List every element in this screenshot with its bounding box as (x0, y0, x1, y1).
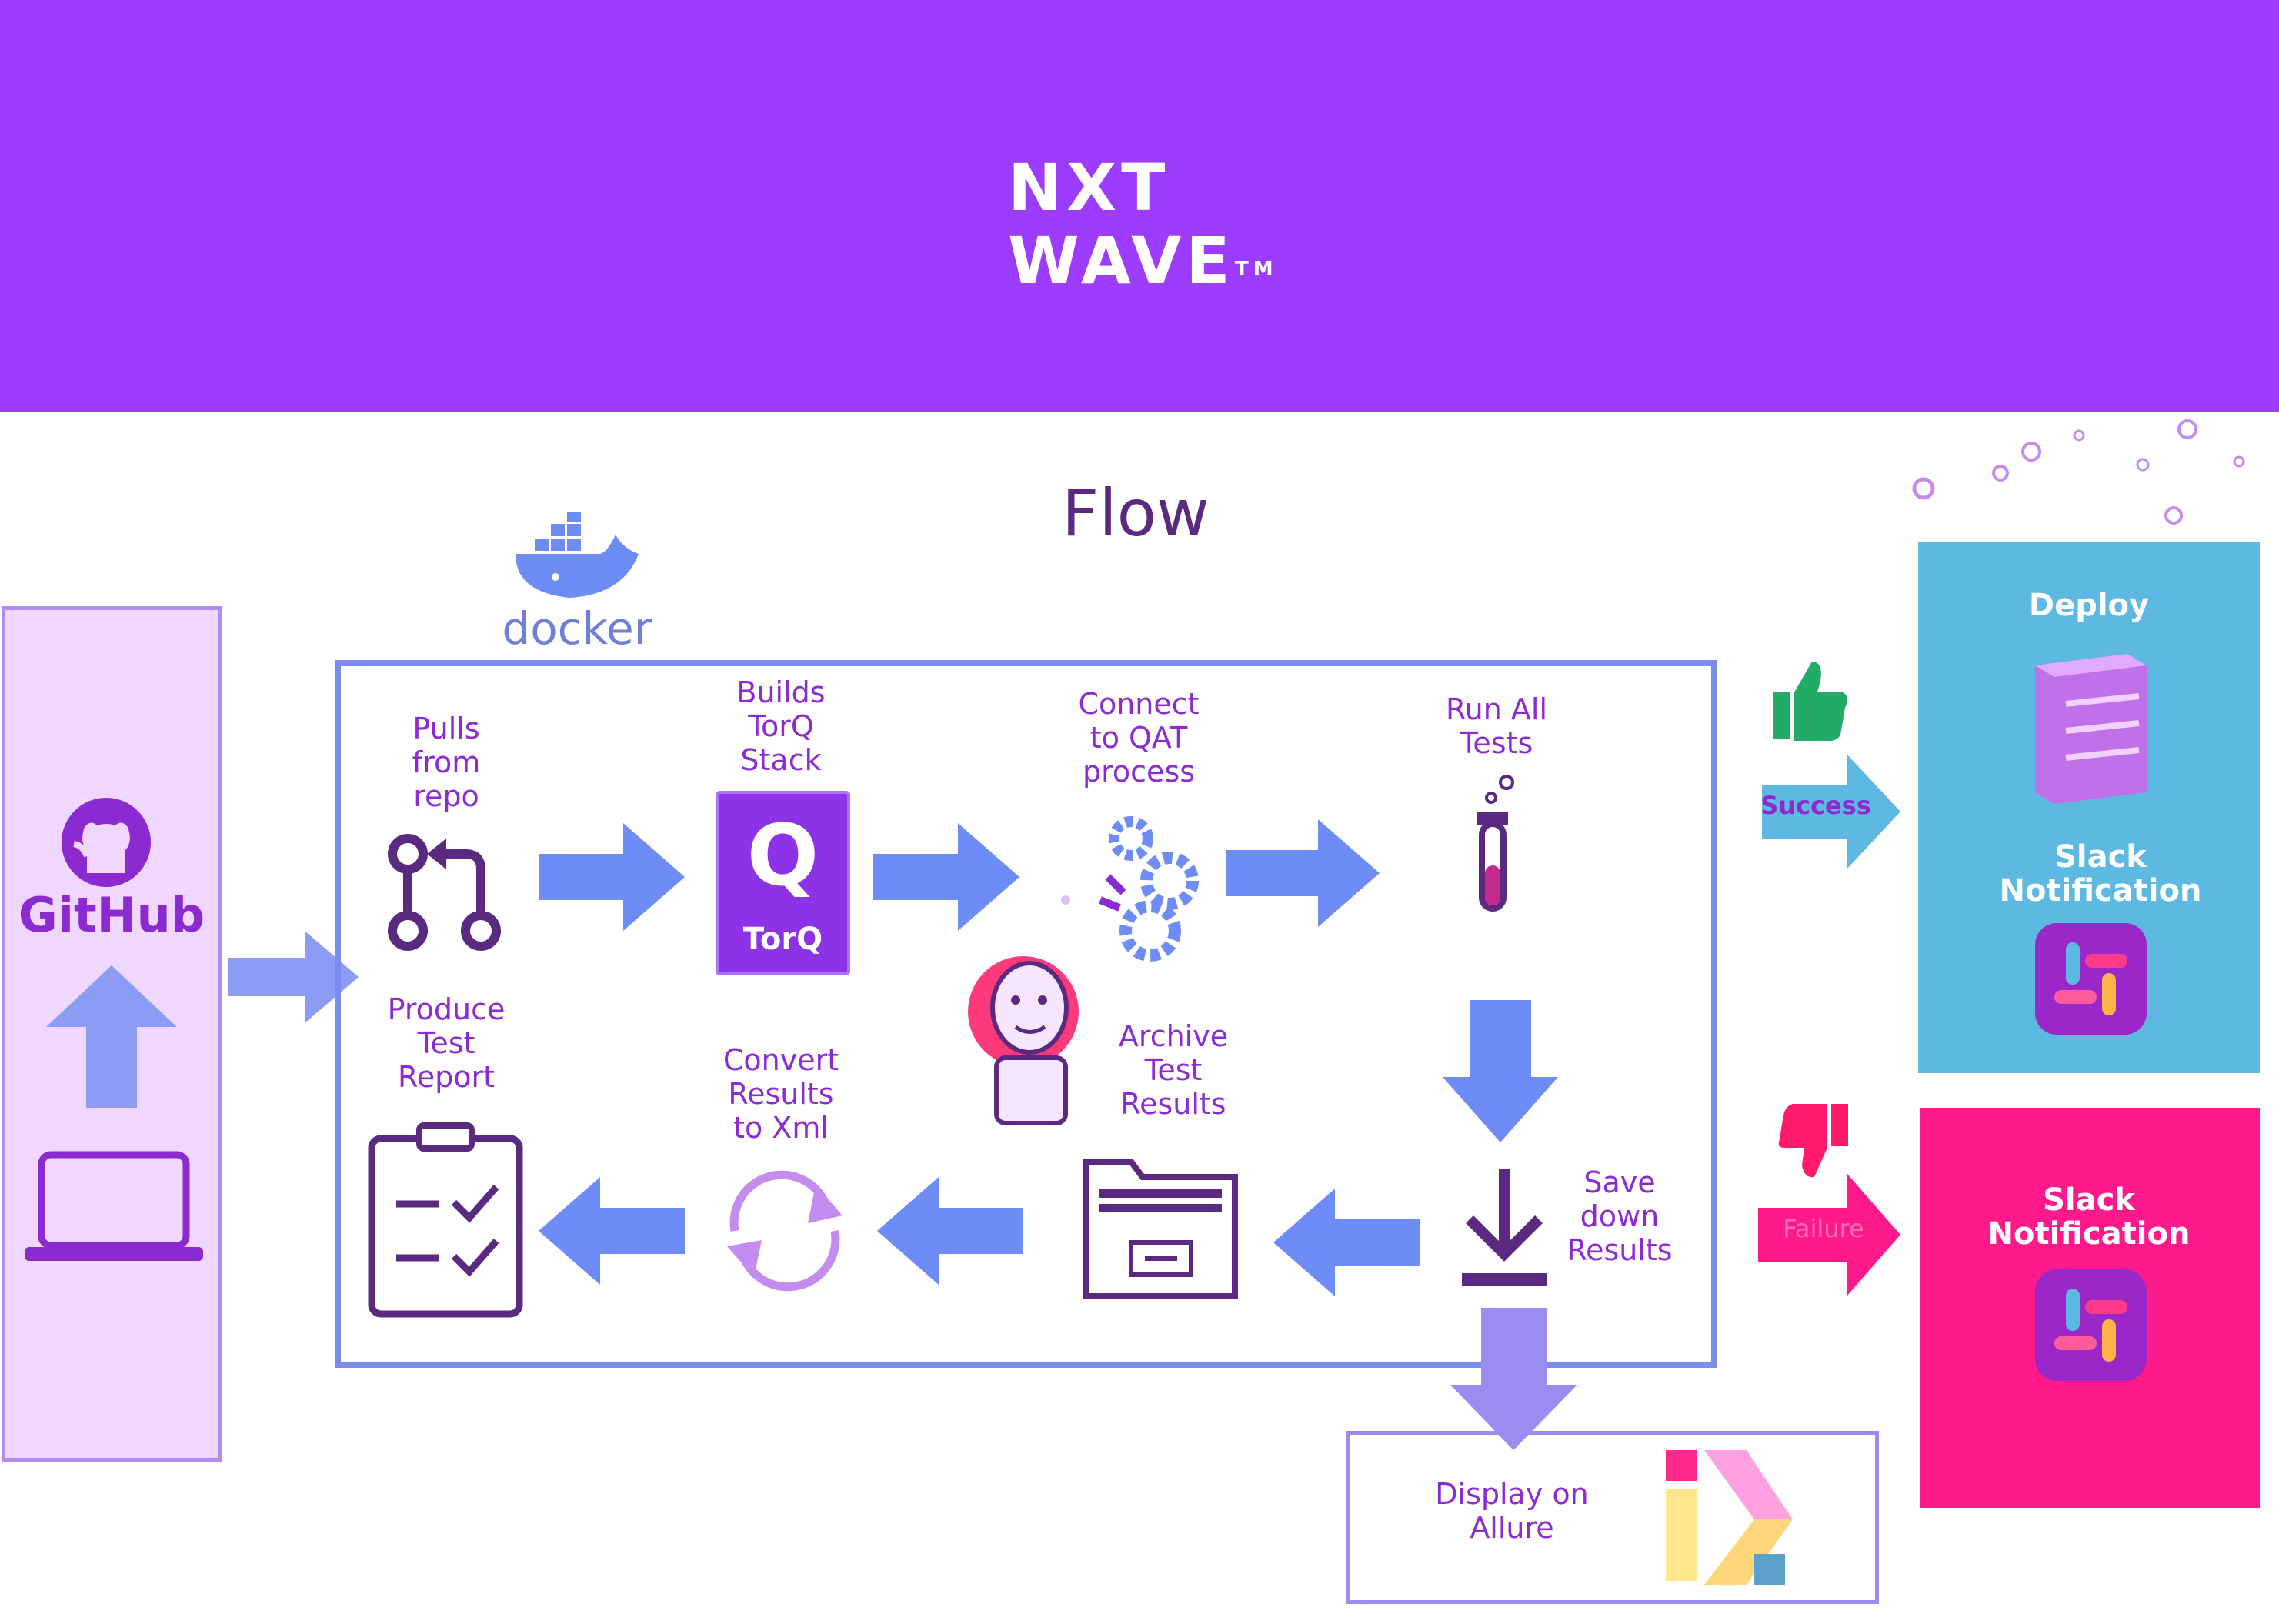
failure-slack-label: Slack Notification (1924, 1183, 2254, 1251)
slack-icon (2035, 1269, 2147, 1381)
convert-line1: Convert (722, 1043, 839, 1077)
deploy-slack-label: Slack Notification (1931, 840, 2270, 908)
github-icon (62, 798, 151, 887)
checkin-label: Check - in (30, 1292, 193, 1326)
allure-line2: Allure (1470, 1511, 1554, 1545)
save-line2: down (1580, 1199, 1660, 1233)
step-produce-label: Produce Test Report (362, 992, 531, 1094)
deploy-label: Deploy (2028, 588, 2150, 623)
archive-line2: Test (1144, 1053, 1203, 1087)
failure-slack-line1: Slack (2043, 1182, 2135, 1218)
failure-arrow-icon (1758, 1173, 1900, 1296)
step-pulls-label: Pulls from repo (362, 712, 531, 813)
docker-whale-icon (516, 512, 639, 598)
docker-container-box (335, 660, 1717, 1368)
deploy-slack-line2: Notification (1999, 873, 2202, 909)
allure-logo-icon (1666, 1450, 1793, 1585)
pulls-line3: repo (413, 779, 479, 813)
failure-label: Failure (1783, 1214, 1864, 1243)
arrow-down-icon (1443, 1000, 1558, 1142)
refresh-icon (727, 1170, 843, 1292)
failure-slack-line2: Notification (1987, 1216, 2191, 1252)
pulls-line2: from (412, 745, 481, 779)
deploy-slack-line1: Slack (2054, 839, 2147, 875)
archive-folder-icon (1083, 1159, 1238, 1299)
header-banner: NXT WAVE TM (0, 0, 2279, 412)
arrow-right-icon (1226, 819, 1380, 927)
slack-icon (2035, 923, 2147, 1035)
produce-line1: Produce (387, 992, 506, 1026)
step-convert-label: Convert Results to Xml (696, 1043, 866, 1145)
logo-trademark: TM (1235, 258, 1278, 281)
builds-line2: TorQ (748, 709, 814, 743)
builds-line3: Stack (740, 743, 822, 777)
webhooks-line2: trigger (54, 693, 169, 727)
server-icon (2035, 654, 2147, 804)
docker-label: docker (502, 602, 652, 655)
step-builds-label: Builds TorQ Stack (696, 675, 866, 777)
arrow-right-icon (873, 823, 1019, 931)
produce-line3: Report (398, 1060, 495, 1094)
produce-line2: Test (417, 1026, 475, 1060)
save-line3: Results (1567, 1233, 1673, 1267)
webhooks-label: Webhooks trigger build (15, 662, 208, 759)
builds-line1: Builds (736, 675, 826, 709)
allure-line1: Display on (1435, 1477, 1589, 1511)
torq-logo: Q TorQ (716, 791, 850, 975)
connect-line2: to QAT (1089, 721, 1188, 755)
webhooks-line3: build (70, 725, 153, 759)
webhooks-line1: Webhooks (26, 661, 197, 695)
thumbs-up-icon (1773, 662, 1847, 741)
success-arrow-icon (1762, 754, 1900, 869)
success-label: Success (1760, 791, 1871, 820)
step-save-label: Save down Results (1539, 1165, 1700, 1267)
arrow-left-icon (539, 1177, 685, 1285)
arrow-down-icon (1450, 1308, 1577, 1450)
arrow-right-icon (539, 823, 685, 931)
clipboard-checklist-icon (368, 1122, 523, 1318)
convert-line2: Results (728, 1077, 834, 1111)
step-connect-label: Connect to QAT process (1054, 687, 1223, 789)
arrow-right-icon (228, 931, 359, 1023)
arrow-left-icon (877, 1177, 1023, 1285)
logo-text-line2: WAVE (1008, 223, 1235, 298)
step-run-label: Run All Tests (1412, 692, 1581, 760)
up-arrow-icon (46, 965, 177, 1108)
allure-box (1346, 1431, 1879, 1604)
pulls-line1: Pulls (412, 712, 480, 745)
step-archive-label: Archive Test Results (1089, 1019, 1258, 1121)
jenkins-icon (968, 956, 1079, 1125)
arrow-left-icon (1273, 1189, 1420, 1296)
laptop-icon (25, 1151, 203, 1261)
thumbs-down-icon (1778, 1104, 1848, 1178)
github-label: GitHub (18, 887, 205, 943)
torq-q-letter: Q (746, 806, 819, 905)
convert-line3: to Xml (733, 1111, 829, 1145)
diagram-title: Flow (1062, 475, 1210, 551)
gears-icon (1061, 816, 1199, 962)
git-pull-request-icon (388, 834, 501, 951)
allure-label: Display on Allure (1416, 1477, 1608, 1545)
archive-line3: Results (1120, 1087, 1226, 1121)
run-line2: Tests (1460, 726, 1533, 760)
run-line1: Run All (1445, 692, 1548, 726)
bubbles-decoration (1912, 419, 2245, 525)
connect-line3: process (1082, 755, 1196, 789)
logo-text-line1: NXT (1008, 150, 1170, 225)
download-icon (1462, 1169, 1547, 1286)
test-tube-icon (1477, 775, 1514, 912)
archive-line1: Archive (1118, 1019, 1229, 1053)
connect-line1: Connect (1078, 687, 1200, 721)
save-line1: Save (1583, 1165, 1656, 1199)
torq-label: TorQ (742, 922, 823, 957)
